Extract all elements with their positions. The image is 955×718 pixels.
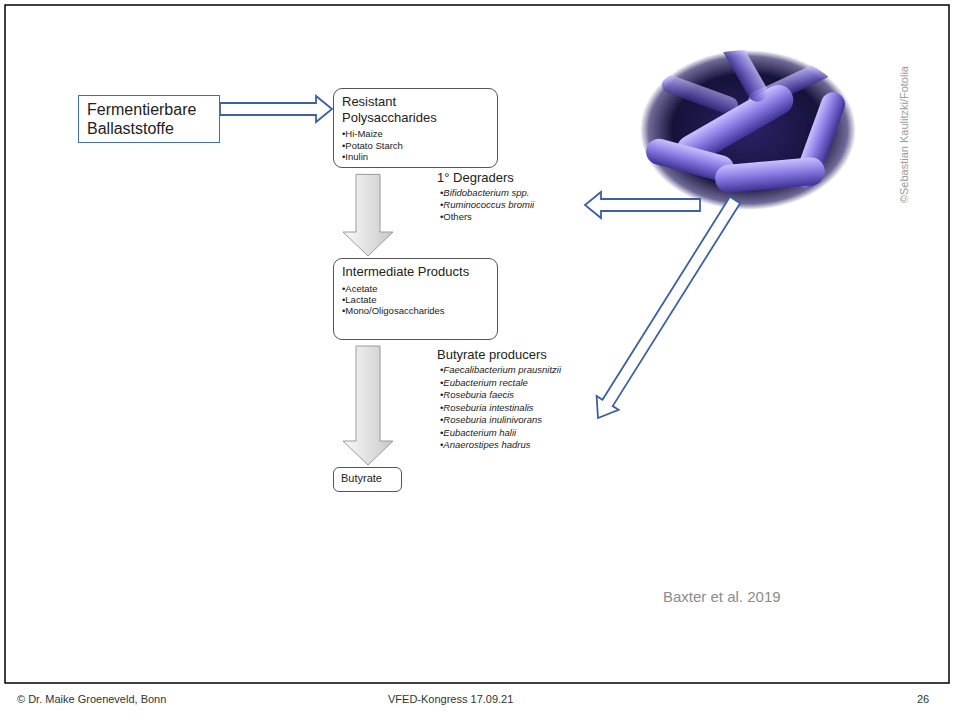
group-heading: Butyrate producers [437,347,547,363]
page-number: 26 [917,693,929,706]
input-arrow [220,96,332,122]
box-item: •Inulin [342,151,489,162]
footer-event: VFED-Kongress 17.09.21 [388,693,513,706]
source-box: Fermentierbare Ballaststoffe [78,95,220,143]
species-item: •Roseburia inulinivorans [440,414,542,425]
box-item: •Mono/Oligosaccharides [342,305,489,316]
pointer-arrow [585,192,700,218]
species-item: •Eubacterium rectale [440,377,528,388]
box-heading: Butyrate [341,472,394,485]
photo-credit: ©Sebastian Kaulitzki/Fotolia [898,60,911,210]
species-item: •Bifidobacterium spp. [440,187,529,198]
species-item: •Eubacterium halii [440,427,516,438]
bacteria-image [640,35,856,210]
footer-author: © Dr. Maike Groeneveld, Bonn [17,693,166,706]
group-heading: 1° Degraders [437,170,514,186]
species-item: •Others [440,211,472,222]
species-item: •Ruminococcus bromii [440,199,534,210]
flow-arrow [343,174,393,256]
species-item: •Roseburia intestinalis [440,402,534,413]
box-heading: Fermentierbare Ballaststoffe [87,100,211,138]
species-item: •Roseburia faecis [440,389,514,400]
result-box: Butyrate [333,467,402,492]
box-item: •Hi-Maize [342,128,489,139]
species-item: •Faecalibacterium prausnitzii [440,364,561,375]
box-item: •Acetate [342,283,489,294]
process-box: Intermediate Products •Acetate•Lactate•Mo… [333,258,498,340]
box-item: •Lactate [342,294,489,305]
slide-border [5,5,949,683]
species-item: •Anaerostipes hadrus [440,439,530,450]
box-heading: Intermediate Products [342,264,489,280]
box-item: •Potato Starch [342,140,489,151]
pointer-arrow [597,197,741,418]
source-citation: Baxter et al. 2019 [663,588,781,606]
process-box: Resistant Polysaccharides •Hi-Maize•Potat… [333,88,498,168]
box-heading: Resistant Polysaccharides [342,94,447,125]
flow-arrow [343,346,393,465]
